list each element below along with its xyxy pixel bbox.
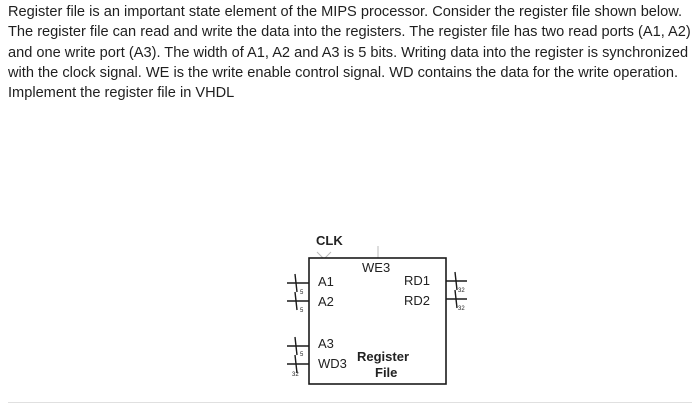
a3-bus-slash [294,336,298,356]
port-a1-label: A1 [318,274,334,289]
a1-width-label: 5 [300,290,304,296]
a2-bus-slash [294,291,298,311]
port-wd3-label: WD3 [318,356,347,371]
block-title-line2: File [375,365,397,380]
a2-width-label: 5 [300,308,304,314]
register-file-block [308,257,447,385]
output-buses [446,271,467,309]
input-buses [287,273,309,374]
block-title-line1: Register [357,349,409,364]
port-rd1-label: RD1 [404,273,430,288]
wd3-bus-slash [294,354,298,374]
bottom-divider [8,402,692,403]
wd3-width-label: 32 [292,372,299,378]
question-text: Register file is an important state elem… [8,2,692,103]
question-body: Register file is an important state elem… [8,4,691,81]
rd1-width-label: 32 [458,288,465,294]
a1-bus-slash [294,273,298,293]
port-a3-label: A3 [318,336,334,351]
clk-label: CLK [316,233,343,248]
question-instruction: Implement the register file in VHDL [8,85,235,102]
port-a2-label: A2 [318,294,334,309]
rd1-bus-slash [454,271,458,291]
we3-label: WE3 [362,260,390,275]
rd2-width-label: 32 [458,306,465,312]
a3-width-label: 5 [300,352,304,358]
port-rd2-label: RD2 [404,293,430,308]
rd2-bus-slash [454,289,458,309]
